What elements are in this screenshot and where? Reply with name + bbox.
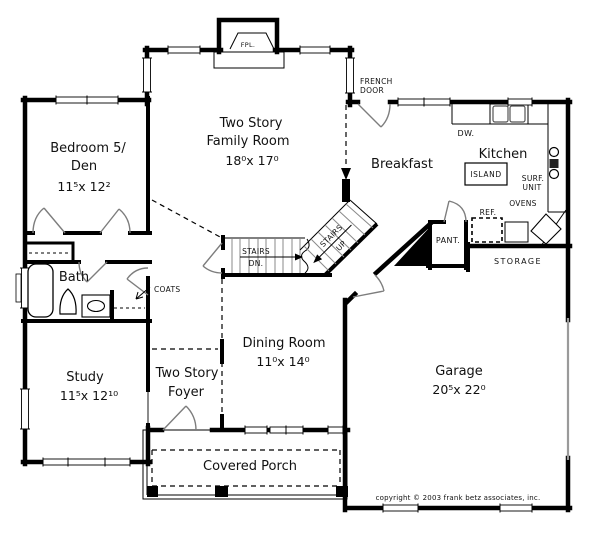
hall-closet — [23, 241, 75, 264]
stairs-down-arrowhead — [295, 253, 303, 261]
copyright-notice: copyright © 2003 frank betz associates, … — [376, 494, 541, 502]
family-room-dims: 18⁰x 17⁰ — [225, 153, 278, 168]
fireplace-label: FPL. — [241, 41, 256, 49]
breakfast-label: Breakfast — [371, 157, 433, 172]
stairs-up-direction: UP — [334, 239, 348, 253]
bath-sink — [86, 299, 106, 313]
fireplace-hearth — [213, 51, 285, 69]
bedroom-door-right — [99, 208, 131, 234]
family-room-window-left — [143, 57, 151, 93]
storage-label: STORAGE — [494, 257, 542, 266]
bedroom-dims: 11⁵x 12² — [57, 179, 110, 194]
family-room-label-line2: Family Room — [207, 134, 290, 149]
window-mullion-ticks — [20, 45, 533, 513]
exterior-walls — [20, 17, 573, 513]
dining-dims: 11⁰x 14⁰ — [256, 354, 309, 369]
stair-break-line — [301, 238, 310, 274]
bathtub — [27, 263, 54, 318]
refrigerator-outline — [471, 217, 503, 243]
dashed-lines — [151, 105, 347, 487]
ovens-label: OVENS — [509, 199, 537, 208]
foyer-label-line1: Two Story — [155, 366, 219, 381]
bath-label: Bath — [59, 270, 89, 285]
family-room-ceiling-break — [151, 199, 223, 239]
surface-unit-burner-bottom — [548, 168, 560, 180]
bedroom-door-left — [32, 207, 66, 234]
garage-door-2 — [499, 504, 533, 512]
front-door — [162, 405, 197, 431]
ovens-corner-cabinet — [530, 213, 562, 245]
basement-stairs-door — [202, 242, 223, 274]
refrigerator-label: REF. — [480, 208, 497, 217]
stairs: STAIRS DN. STAIRS UP — [231, 199, 379, 277]
doors — [32, 103, 467, 431]
foyer-label-line2: Foyer — [168, 385, 205, 400]
stairs-down-label: STAIRS — [242, 247, 270, 256]
coats-label: COATS — [154, 285, 180, 294]
family-room-window-top2 — [299, 46, 331, 54]
pantry-label: PANT. — [436, 236, 460, 245]
island-label: ISLAND — [470, 170, 501, 179]
surface-unit-center — [549, 159, 559, 168]
surface-unit-burner-top — [548, 146, 560, 158]
room-labels: Bedroom 5/ Den 11⁵x 12² Two Story Family… — [50, 116, 542, 474]
fixture-labels: FPL. FRENCH DOOR COATS ISLAND DW. SURF. … — [154, 41, 544, 294]
stairs-up-arrow — [318, 224, 352, 258]
french-door — [357, 103, 391, 128]
porch-column-left — [147, 486, 158, 497]
kitchen-sink-basin-left — [492, 105, 509, 123]
fixtures — [27, 105, 562, 318]
porch-inner-edge — [146, 430, 347, 496]
bedroom-label-line2: Den — [71, 159, 97, 174]
porch-roof-dashes — [151, 449, 341, 487]
surface-unit-label-line1: SURF. — [522, 174, 544, 183]
thin-lines — [142, 32, 567, 500]
study-dims: 11⁵x 12¹⁰ — [60, 388, 118, 403]
stair-treads-down — [231, 239, 301, 273]
porch-label: Covered Porch — [203, 459, 297, 474]
garage-dims: 20⁵x 22⁰ — [432, 382, 485, 397]
study-window-front — [42, 458, 131, 466]
dining-window-1 — [244, 426, 268, 434]
kitchen-sink-basin-right — [509, 105, 526, 123]
french-door-label-line1: FRENCH — [360, 77, 393, 86]
dining-window-3 — [327, 426, 344, 434]
stairs-up-arrowhead — [313, 254, 323, 264]
garage-entry-door — [352, 274, 385, 298]
study-window-left — [21, 388, 29, 430]
bedroom-label-line1: Bedroom 5/ — [50, 141, 126, 156]
exterior-wall-path — [20, 17, 573, 513]
bath-window-bay — [15, 273, 22, 303]
kitchen-window — [507, 98, 533, 106]
stairs-up-labels: STAIRS UP — [313, 223, 352, 264]
porch-column-right — [336, 486, 348, 497]
fireplace-firebox — [229, 32, 275, 50]
surface-unit-label-line2: UNIT — [522, 183, 541, 192]
stairs-down-direction: DN. — [249, 259, 264, 268]
toilet — [59, 288, 77, 315]
coats-pointer-arrow — [135, 286, 151, 300]
porch-columns — [147, 486, 348, 497]
closet-rod-dashes — [29, 252, 145, 309]
dishwasher-label: DW. — [458, 129, 475, 138]
kitchen-counter-by-ref — [504, 221, 529, 243]
garage-label: Garage — [435, 364, 483, 379]
study-label: Study — [66, 370, 104, 385]
garage-door-1 — [382, 504, 419, 512]
family-room-label-line1: Two Story — [219, 116, 283, 131]
bath-door — [78, 261, 108, 283]
garage-corner-wall-fill — [394, 227, 430, 266]
breakfast-wall-stub — [342, 179, 350, 202]
down-arrowhead — [341, 168, 351, 180]
dining-label: Dining Room — [242, 336, 325, 351]
porch-column-center — [215, 486, 228, 497]
kitchen-label: Kitchen — [479, 147, 528, 162]
french-door-label-line2: DOOR — [360, 86, 384, 95]
island-counter — [464, 162, 508, 186]
family-room-window-top1 — [167, 46, 201, 54]
pantry-door — [443, 200, 467, 223]
family-room-window-right — [346, 57, 354, 94]
